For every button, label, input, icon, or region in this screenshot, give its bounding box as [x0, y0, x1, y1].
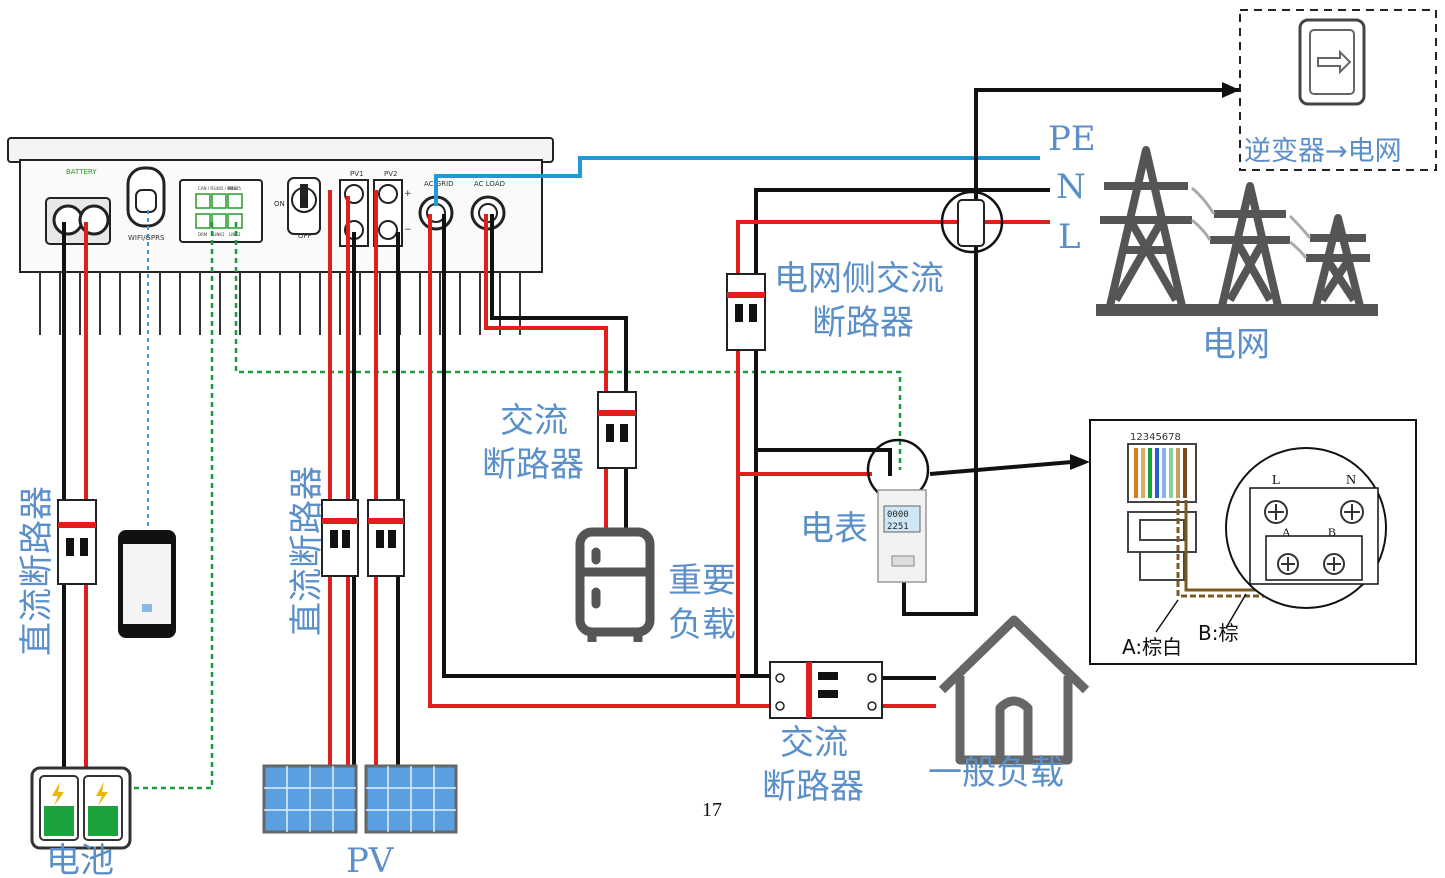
ac-breaker-mid-label-2: 断路器	[482, 445, 584, 485]
wire-a-label: A:棕白	[1122, 635, 1182, 659]
rj45-pin-label: 12345678	[1130, 432, 1181, 443]
meter-icon: 0000 2251	[877, 489, 927, 583]
inverter-battery-label: BATTERY	[66, 168, 97, 176]
house-icon	[938, 615, 1090, 765]
important-load-label-2: 负载	[668, 605, 736, 645]
pv-label: PV	[346, 841, 395, 878]
pv1-label: PV1	[350, 170, 363, 178]
dc-breaker-left-label: 直流断路器	[17, 486, 57, 656]
phone-icon	[118, 530, 176, 638]
battery-label: 电池	[46, 841, 114, 878]
dc-breaker-pv-label: 直流断路器	[287, 466, 327, 636]
red-wires	[84, 190, 1050, 770]
meter-display-2: 2251	[887, 522, 909, 532]
general-load-label: 一般负载	[928, 753, 1064, 793]
arrow-to-ct	[1222, 82, 1240, 98]
fridge-icon	[575, 527, 655, 642]
ac-breaker-bottom-label-2: 断路器	[762, 767, 864, 807]
port-label-top-left: CAN / RS485 / BMS	[198, 186, 236, 191]
inverter-wifi-label: WIFI/GPRS	[128, 234, 165, 242]
black-wires	[62, 88, 1240, 770]
ac-grid-label: AC GRID	[424, 180, 454, 188]
power-tower-icon	[1096, 146, 1378, 316]
solar-panel-icon	[262, 764, 458, 834]
grid-label: 电网	[1202, 325, 1270, 365]
ct-device-box	[1239, 9, 1437, 171]
page-number: 17	[702, 799, 722, 821]
breaker-icon	[57, 273, 883, 719]
pv-plus: +	[404, 189, 412, 199]
inverter-to-grid-label: 逆变器→电网	[1244, 136, 1402, 167]
socket-b-label: B	[1328, 525, 1336, 539]
battery-icon	[30, 766, 132, 850]
ac-breaker-bottom-label-1: 交流	[780, 723, 848, 763]
rj45-icon	[1127, 443, 1336, 633]
wire-b-label: B:棕	[1198, 621, 1238, 645]
meter-display-1: 0000	[887, 510, 909, 520]
port-label-top-right: RS485	[228, 186, 241, 191]
n-label: N	[1056, 167, 1086, 207]
pe-wire	[434, 156, 1040, 206]
pv2-label: PV2	[384, 170, 397, 178]
comm-wires	[132, 210, 902, 790]
socket-l-label: L	[1272, 473, 1281, 488]
meter-label: 电表	[800, 509, 868, 549]
socket-n-label: N	[1346, 473, 1356, 488]
port-label-link1: LINK1	[213, 232, 225, 237]
grid-side-breaker-label-2: 断路器	[812, 303, 914, 343]
grid-side-breaker-label-1: 电网侧交流	[774, 259, 944, 299]
arrow-to-rs485	[1070, 454, 1090, 470]
ac-load-label: AC LOAD	[474, 180, 505, 188]
important-load-label-1: 重要	[668, 561, 736, 601]
dc-switch-off: OFF	[298, 232, 312, 240]
dc-switch-on: ON	[274, 200, 285, 208]
inverter-icon: BATTERY WIFI/GPRS CAN / RS485 / BMS RS48…	[7, 137, 554, 335]
l-label: L	[1058, 217, 1081, 257]
ac-breaker-mid-label-1: 交流	[500, 401, 568, 441]
socket-a-label: A	[1282, 525, 1291, 539]
socket-icon	[1225, 447, 1387, 609]
pv-minus: −	[404, 225, 412, 235]
pe-label: PE	[1048, 119, 1096, 159]
port-label-drm: DRM	[198, 232, 208, 237]
